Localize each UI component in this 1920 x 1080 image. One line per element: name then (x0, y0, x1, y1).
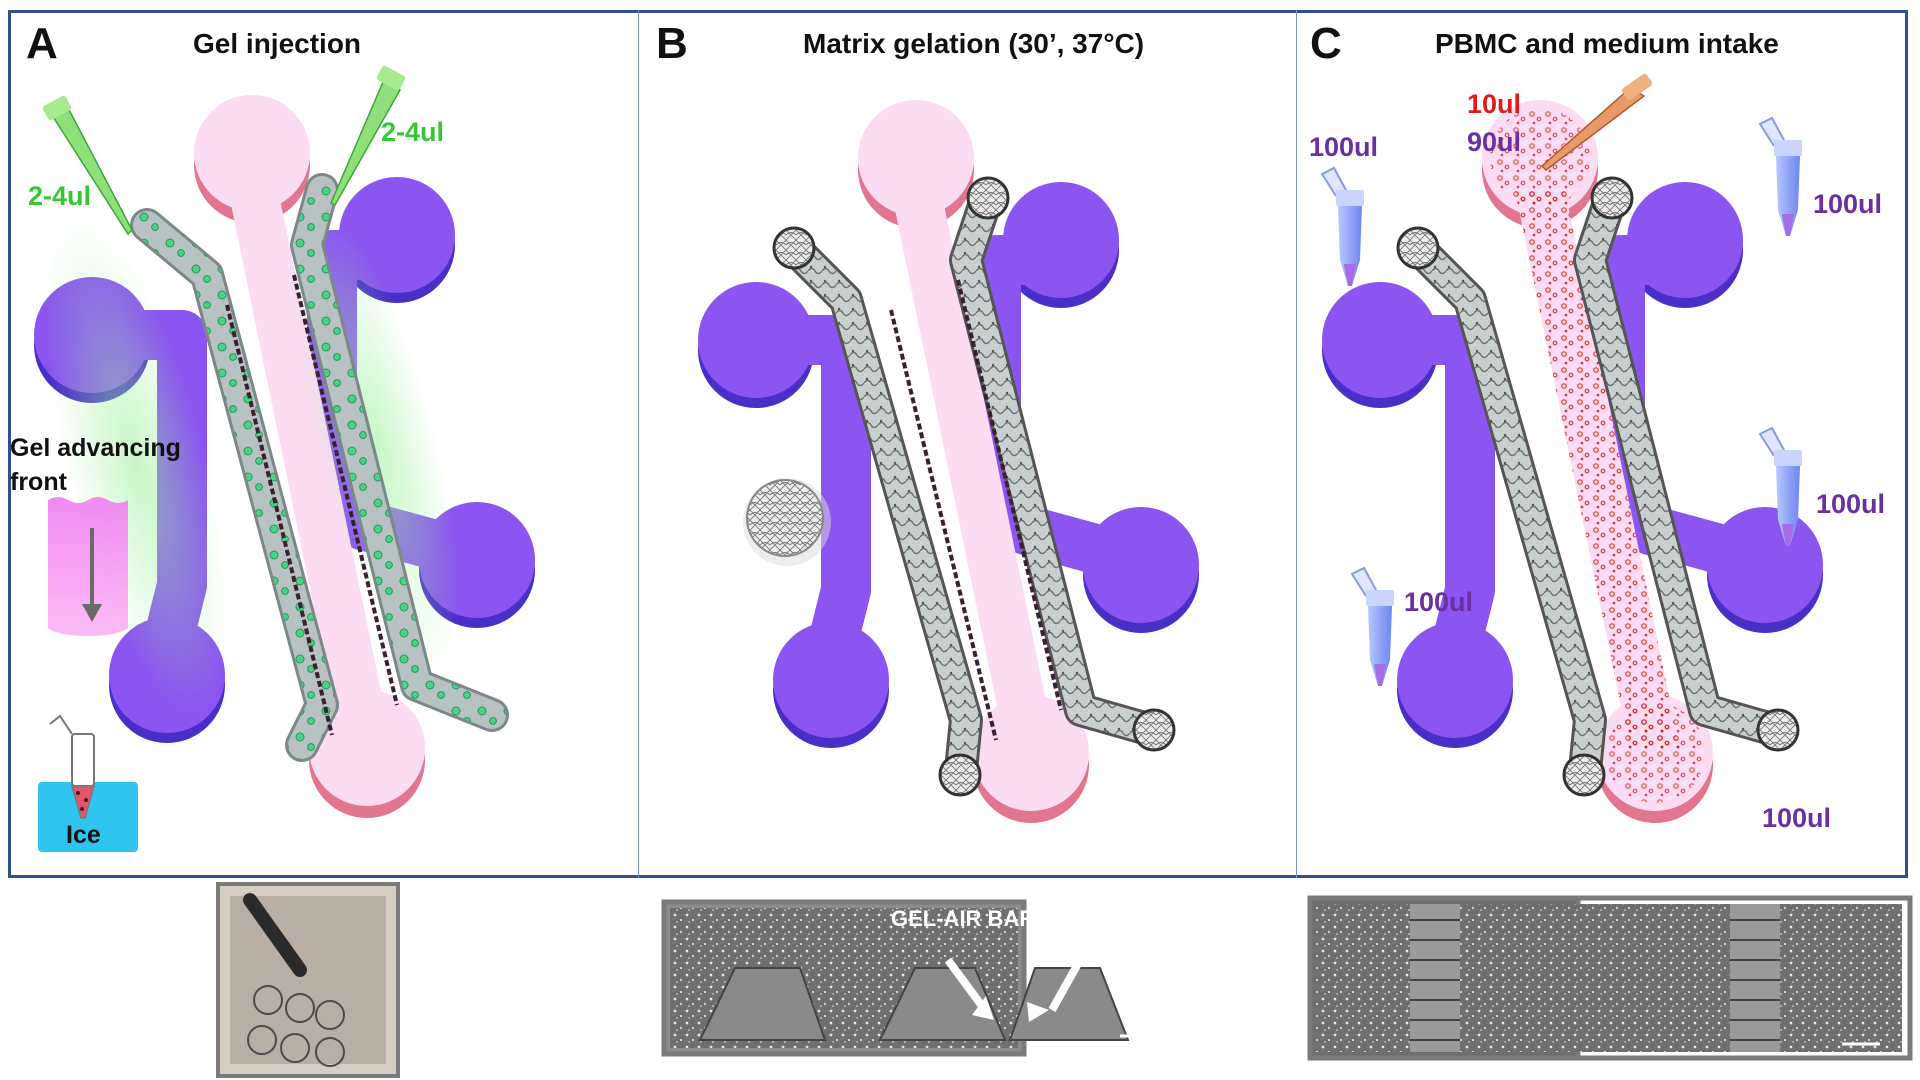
medium-volume-center: 90ul (1467, 127, 1521, 157)
eppendorf-tube-icon (1352, 568, 1394, 686)
gel-front-label-line1: Gel advancing (10, 434, 181, 462)
volume-label-right: 2-4ul (381, 117, 444, 147)
medium-volume-top-right: 100ul (1813, 189, 1882, 219)
micrograph-caption: GEL-AIR BARRIER (891, 906, 1088, 931)
medium-volume-low-left: 100ul (1404, 587, 1473, 617)
panel-letter-c: C (1310, 19, 1342, 68)
eppendorf-tube-icon (1760, 118, 1802, 236)
medium-volume-mid-right: 100ul (1816, 489, 1885, 519)
ice-label: Ice (66, 821, 101, 849)
fiber-matrix-icon (743, 478, 831, 566)
pipette-icon (42, 95, 132, 234)
panel-title-b: Matrix gelation (30’, 37°C) (803, 28, 1144, 59)
panel-title-a: Gel injection (193, 28, 361, 59)
eppendorf-tube-icon (1322, 168, 1364, 286)
chip-diagram-b (698, 100, 1199, 823)
medium-volume-bottom: 100ul (1762, 803, 1831, 833)
volume-label-left: 2-4ul (28, 181, 91, 211)
medium-volume-top-left: 100ul (1309, 132, 1378, 162)
gel-front-label-line2: front (10, 468, 68, 496)
panel-letter-b: B (656, 19, 688, 68)
pbmc-volume-label: 10ul (1467, 89, 1521, 119)
photo-chip-plate (218, 884, 398, 1076)
chip-diagram-c (1322, 100, 1823, 823)
micrograph-pbmc-channel (1310, 898, 1910, 1058)
panel-letter-a: A (26, 19, 58, 68)
gel-front-icon (48, 497, 128, 636)
panel-title-c: PBMC and medium intake (1435, 28, 1779, 59)
